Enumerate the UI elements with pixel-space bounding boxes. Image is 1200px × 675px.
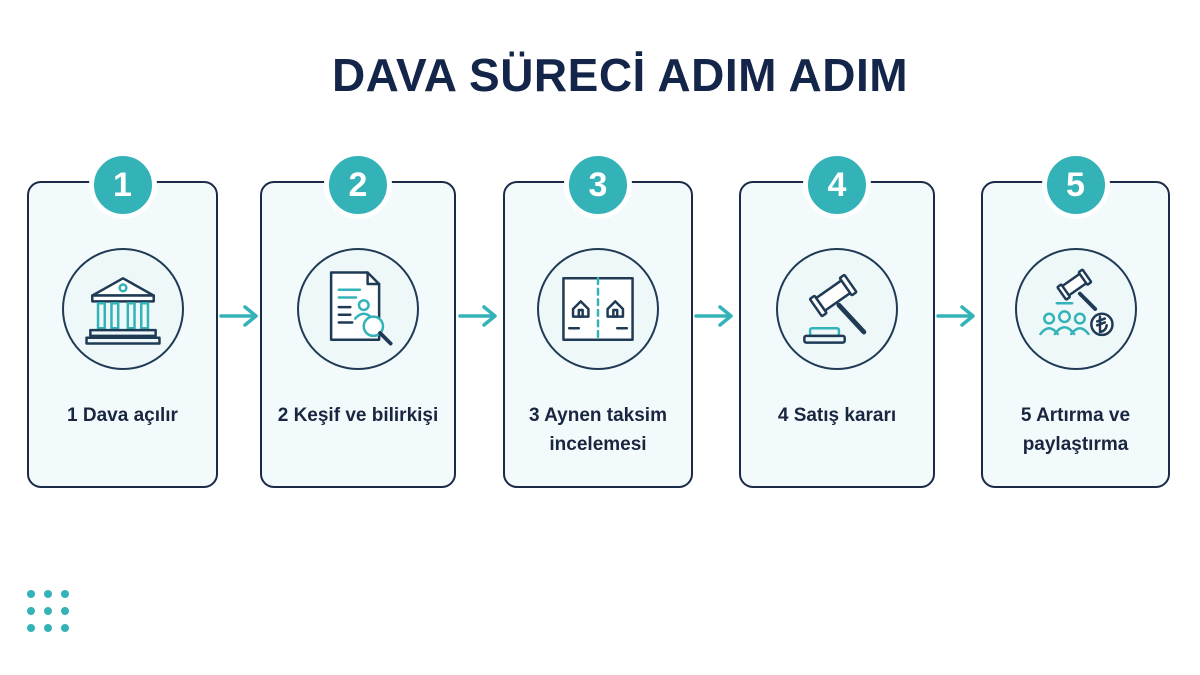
step-card-5: 5 5 Artırma ve paylaştırma xyxy=(981,151,1170,488)
arrow-right-icon xyxy=(219,305,258,327)
step-label: 4 Satış kararı xyxy=(777,405,897,426)
step-number-badge: 4 xyxy=(803,151,871,219)
step-card-3: 3 3 Aynen taksim incelemesi xyxy=(503,151,693,488)
step-card-2: 2 2 Keşif ve bilirkişi xyxy=(260,151,456,488)
step-label: 5 Artırma ve paylaştırma xyxy=(1020,405,1131,455)
step-number-badge: 1 xyxy=(88,151,157,219)
arrow-right-icon xyxy=(694,305,733,327)
arrow-right-icon xyxy=(936,305,975,327)
arrow-right-icon xyxy=(458,305,497,327)
step-number-badge: 2 xyxy=(324,151,392,219)
document-search-icon xyxy=(297,248,419,370)
step-number-badge: 3 xyxy=(564,151,632,219)
step-card-1: 1 1 Dava açılır xyxy=(27,151,218,488)
courthouse-icon xyxy=(61,248,184,370)
dot-grid-decoration xyxy=(27,590,69,632)
step-label: 3 Aynen taksim incelemesi xyxy=(529,405,667,455)
page-title: DAVA SÜRECİ ADIM ADIM xyxy=(331,49,909,101)
land-division-icon xyxy=(537,248,659,370)
step-label: 2 Keşif ve bilirkişi xyxy=(277,405,439,426)
step-number-badge: 5 xyxy=(1041,151,1110,219)
step-card-4: 4 4 Satış kararı xyxy=(739,151,935,488)
step-label: 1 Dava açılır xyxy=(67,405,178,426)
auction-share-icon xyxy=(1014,248,1137,370)
gavel-icon xyxy=(776,248,898,370)
